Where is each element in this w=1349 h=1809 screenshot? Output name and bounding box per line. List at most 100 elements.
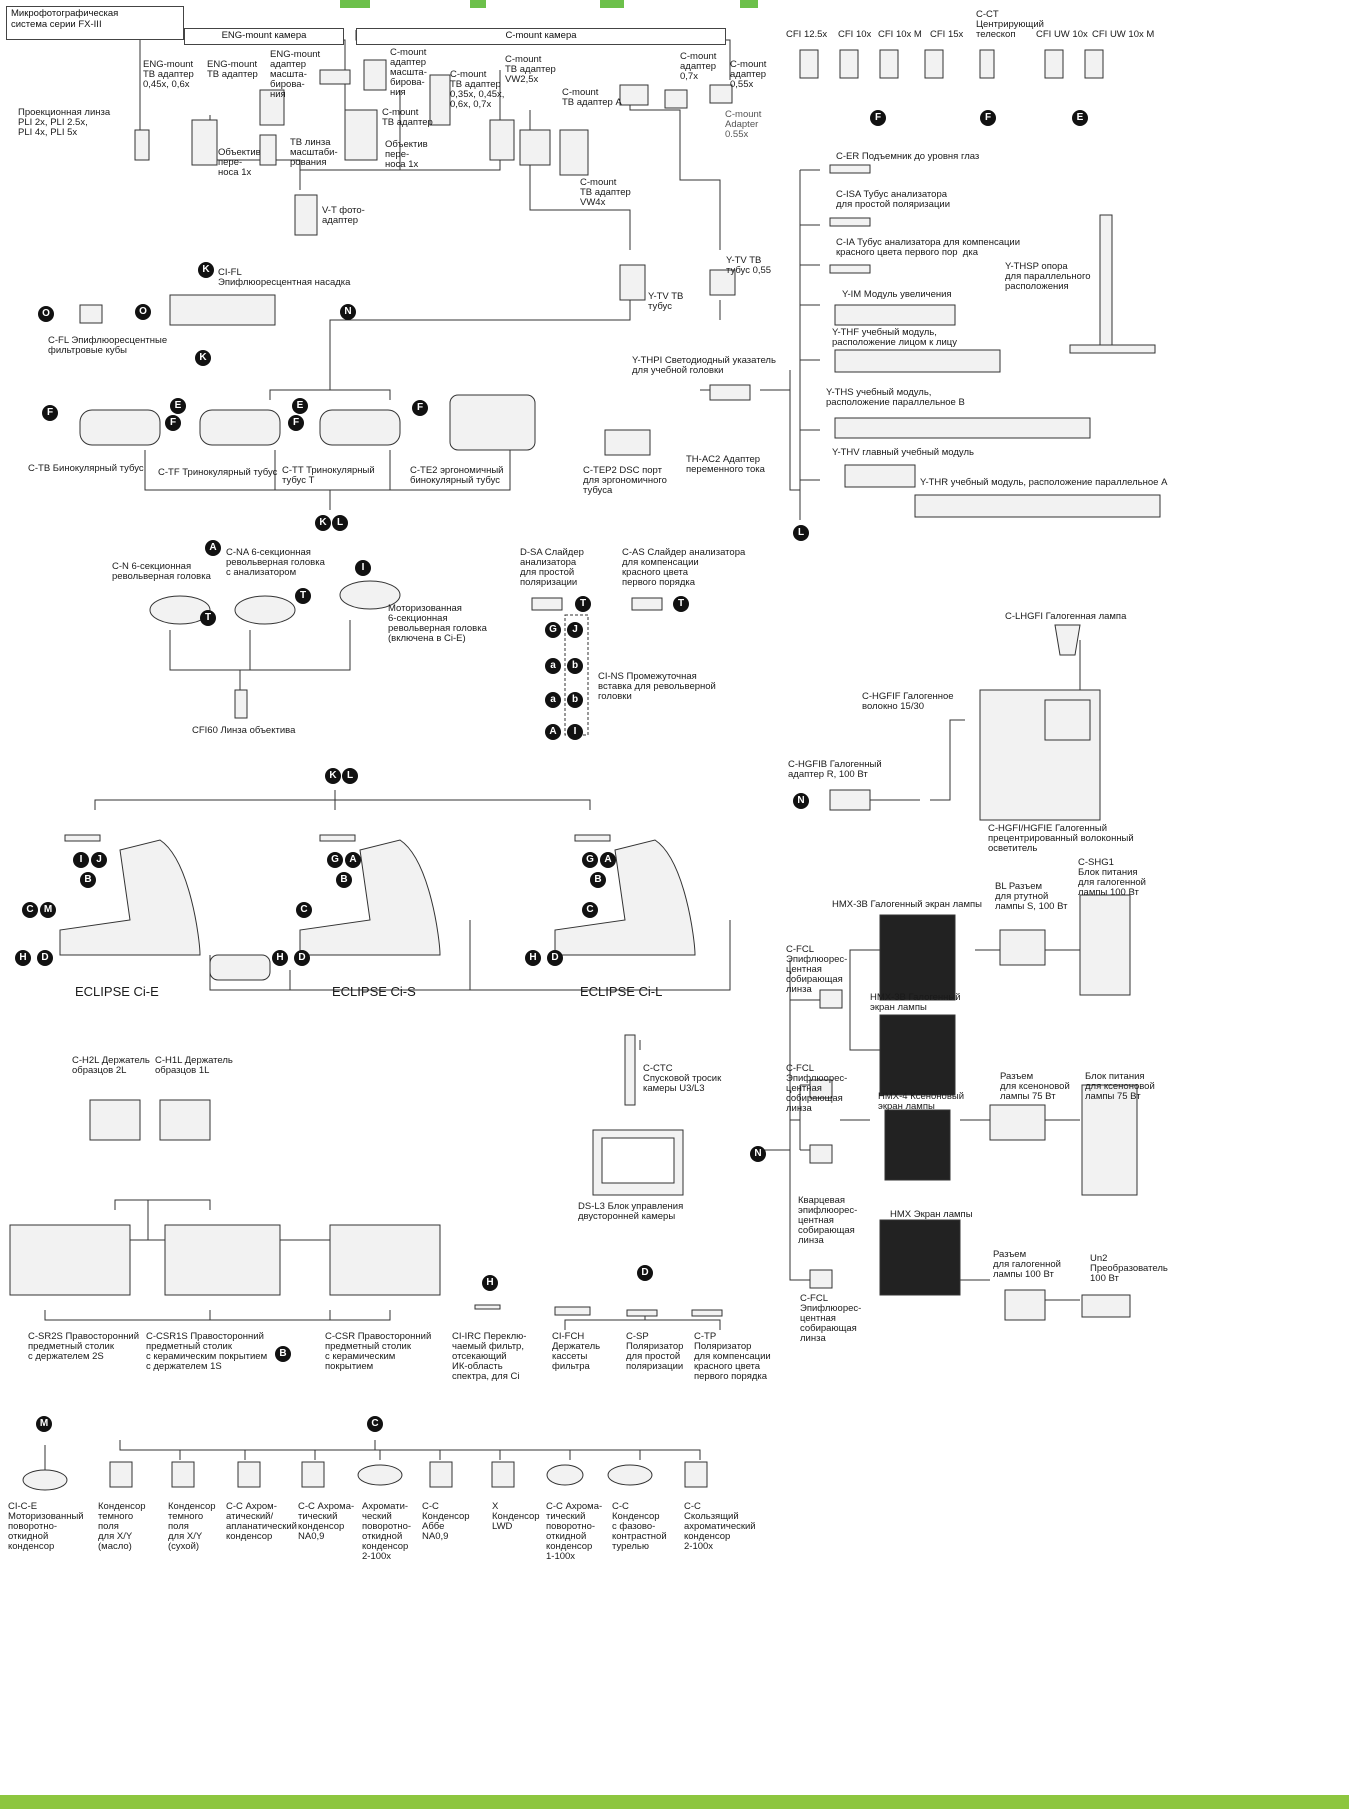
marker-a-small: a: [545, 658, 561, 674]
marker-a: A: [345, 852, 361, 868]
top-accent-bar: [340, 0, 370, 8]
label-eng-tv: ENG-mount TB адаптер: [207, 59, 258, 80]
label-cfcl-c: C-FCL Эпифлюорес- центная собирающая лин…: [800, 1293, 862, 1344]
label-bl-socket: BL Разъем для ртутной лампы S, 100 Вт: [995, 881, 1068, 912]
label-cia: C-IA Тубус анализатора для компенсации к…: [836, 237, 1021, 258]
marker-l: L: [793, 525, 809, 541]
marker-e: E: [170, 398, 186, 414]
label-cm-vw25: C-mount TB адаптер VW2,5x: [505, 54, 556, 85]
label-xenon-socket: Разъем для ксеноновой лампы 75 Вт: [1000, 1071, 1070, 1102]
marker-n: N: [793, 793, 809, 809]
marker-t: T: [200, 610, 216, 626]
label-hmx4: HMX-4 Ксеноновый экран лампы: [878, 1091, 965, 1112]
label-ctep2: C-TEP2 DSC порт для эргономичного тубуса: [583, 465, 667, 496]
label-eng-tv-045: ENG-mount TB адаптер 0,45x, 0,6x: [143, 59, 194, 90]
label-relay-1x-b: Объектив пере- носа 1x: [385, 139, 428, 170]
label-cas: C-AS Слайдер анализатора для компенсации…: [622, 547, 746, 588]
label-cifch: CI-FCH Держатель кассеты фильтра: [552, 1331, 601, 1372]
marker-f: F: [980, 110, 996, 126]
label-cfi60: CFI60 Линза объектива: [192, 725, 296, 736]
label-cc-abbe: C-C Конденсор Аббе NA0,9: [422, 1501, 470, 1542]
label-yim: Y-IM Модуль увеличения: [842, 289, 952, 300]
top-accent-bar: [600, 0, 624, 8]
marker-d: D: [37, 950, 53, 966]
marker-h: H: [272, 950, 288, 966]
label-cc-achr-09: C-C Ахрома- тический конденсор NA0,9: [298, 1501, 355, 1542]
label-thac2: TH-AC2 Адаптер переменного тока: [686, 454, 765, 475]
marker-c: C: [582, 902, 598, 918]
fx3-system-box: Микрофотографическая система серии FX-II…: [6, 6, 184, 40]
top-accent-bar: [740, 0, 758, 8]
label-ciirc: CI-IRC Переклю- чаемый фильтр, отсекающи…: [452, 1331, 527, 1382]
label-motor-nose: Моторизованная 6-секционная револьверная…: [388, 603, 487, 644]
label-xenon-psu: Блок питания для ксеноновой лампы 75 Вт: [1085, 1071, 1155, 1102]
label-hmx: HMX Экран лампы: [890, 1209, 973, 1220]
marker-b: B: [590, 872, 606, 888]
marker-k: K: [198, 262, 214, 278]
label-vt-photo: V-T фото- адаптер: [322, 205, 365, 226]
label-dsl3: DS-L3 Блок управления двусторонней камер…: [578, 1201, 684, 1222]
label-ytv-tube: Y-TV TB тубус: [648, 291, 684, 312]
label-cice: CI-C-E Моторизованный поворотно- откидно…: [8, 1501, 84, 1552]
top-accent-bar: [470, 0, 486, 8]
marker-d: D: [547, 950, 563, 966]
label-cfi-uw10m: CFI UW 10x M: [1092, 29, 1155, 40]
marker-g: G: [582, 852, 598, 868]
marker-a-small: a: [545, 692, 561, 708]
marker-h: H: [482, 1275, 498, 1291]
marker-i: I: [73, 852, 89, 868]
label-csp: C-SP Поляризатор для простой поляризации: [626, 1331, 684, 1372]
label-df-oil: Конденсор темного поля для X/Y (масло): [98, 1501, 146, 1552]
marker-d: D: [637, 1265, 653, 1281]
marker-g: G: [327, 852, 343, 868]
label-cfi-15: CFI 15x: [930, 29, 964, 40]
marker-e: E: [1072, 110, 1088, 126]
marker-k: K: [195, 350, 211, 366]
marker-n: N: [750, 1146, 766, 1162]
label-cc-achr-apl: C-C Ахром- атический/ апланатический кон…: [226, 1501, 297, 1542]
cmount-camera-group: C-mount камера: [356, 28, 726, 45]
label-ytv-055: Y-TV TB тубус 0,55: [726, 255, 772, 276]
marker-f: F: [288, 415, 304, 431]
label-chgfib: C-HGFIB Галогенный адаптер R, 100 Вт: [788, 759, 882, 780]
marker-e: E: [292, 398, 308, 414]
marker-i: I: [355, 560, 371, 576]
label-ctf: C-TF Тринокулярный тубус: [158, 467, 278, 478]
label-chgfif: C-HGFIF Галогенное волокно 15/30: [862, 691, 954, 712]
bottom-accent-bar: [0, 1795, 1349, 1809]
label-x-lwd: X Конденсор LWD: [492, 1501, 540, 1532]
label-cshg1: C-SHG1 Блок питания для галогенной лампы…: [1078, 857, 1146, 898]
label-cm-zoom: C-mount адаптер масшта- бирова- ния: [390, 47, 427, 98]
marker-a: A: [600, 852, 616, 868]
marker-t: T: [673, 596, 689, 612]
label-cfl-cubes: C-FL Эпифлюоресцентные фильтровые кубы: [48, 335, 168, 356]
marker-l: L: [332, 515, 348, 531]
label-yths: Y-THS учебный модуль, расположение парал…: [826, 387, 965, 408]
label-cifl: CI-FL Эпифлюоресцентная насадка: [218, 267, 351, 288]
marker-c: C: [367, 1416, 383, 1432]
label-clhgfi: C-LHGFI Галогенная лампа: [1005, 611, 1127, 622]
marker-n: N: [340, 304, 356, 320]
marker-b-small: b: [567, 692, 583, 708]
label-cm-07: C-mount адаптер 0,7x: [680, 51, 717, 82]
label-cc-achr-swing: C-C Ахрома- тический поворотно- откидной…: [546, 1501, 603, 1562]
label-cte2: C-TE2 эргономичный бинокулярный тубус: [410, 465, 504, 486]
marker-c: C: [22, 902, 38, 918]
label-cm-tv-035: C-mount TB адаптер 0,35x, 0,45x, 0,6x, 0…: [450, 69, 505, 110]
eng-camera-group: ENG-mount камера: [184, 28, 344, 45]
label-dsa: D-SA Слайдер анализатора для простой пол…: [520, 547, 584, 588]
label-cn: C-N 6-секционная револьверная головка: [112, 561, 211, 582]
label-eclipse-ci-l: ECLIPSE Ci-L: [580, 984, 663, 999]
label-cfcl-b: C-FCL Эпифлюорес- центная собирающая лин…: [786, 1063, 848, 1114]
label-cc-phase: C-C Конденсор с фазово- контрастной туре…: [612, 1501, 667, 1552]
marker-b: B: [336, 872, 352, 888]
marker-f: F: [412, 400, 428, 416]
label-ythf: Y-THF учебный модуль, расположение лицом…: [832, 327, 957, 348]
label-cins: CI-NS Промежуточная вставка для револьве…: [598, 671, 716, 702]
label-hmx3b-b: HMX-3B Галогенный экран лампы: [870, 992, 961, 1013]
marker-f: F: [42, 405, 58, 421]
marker-c: C: [296, 902, 312, 918]
label-tv-zoom-lens: TB линза масштаби- рования: [290, 137, 338, 168]
marker-t: T: [295, 588, 311, 604]
